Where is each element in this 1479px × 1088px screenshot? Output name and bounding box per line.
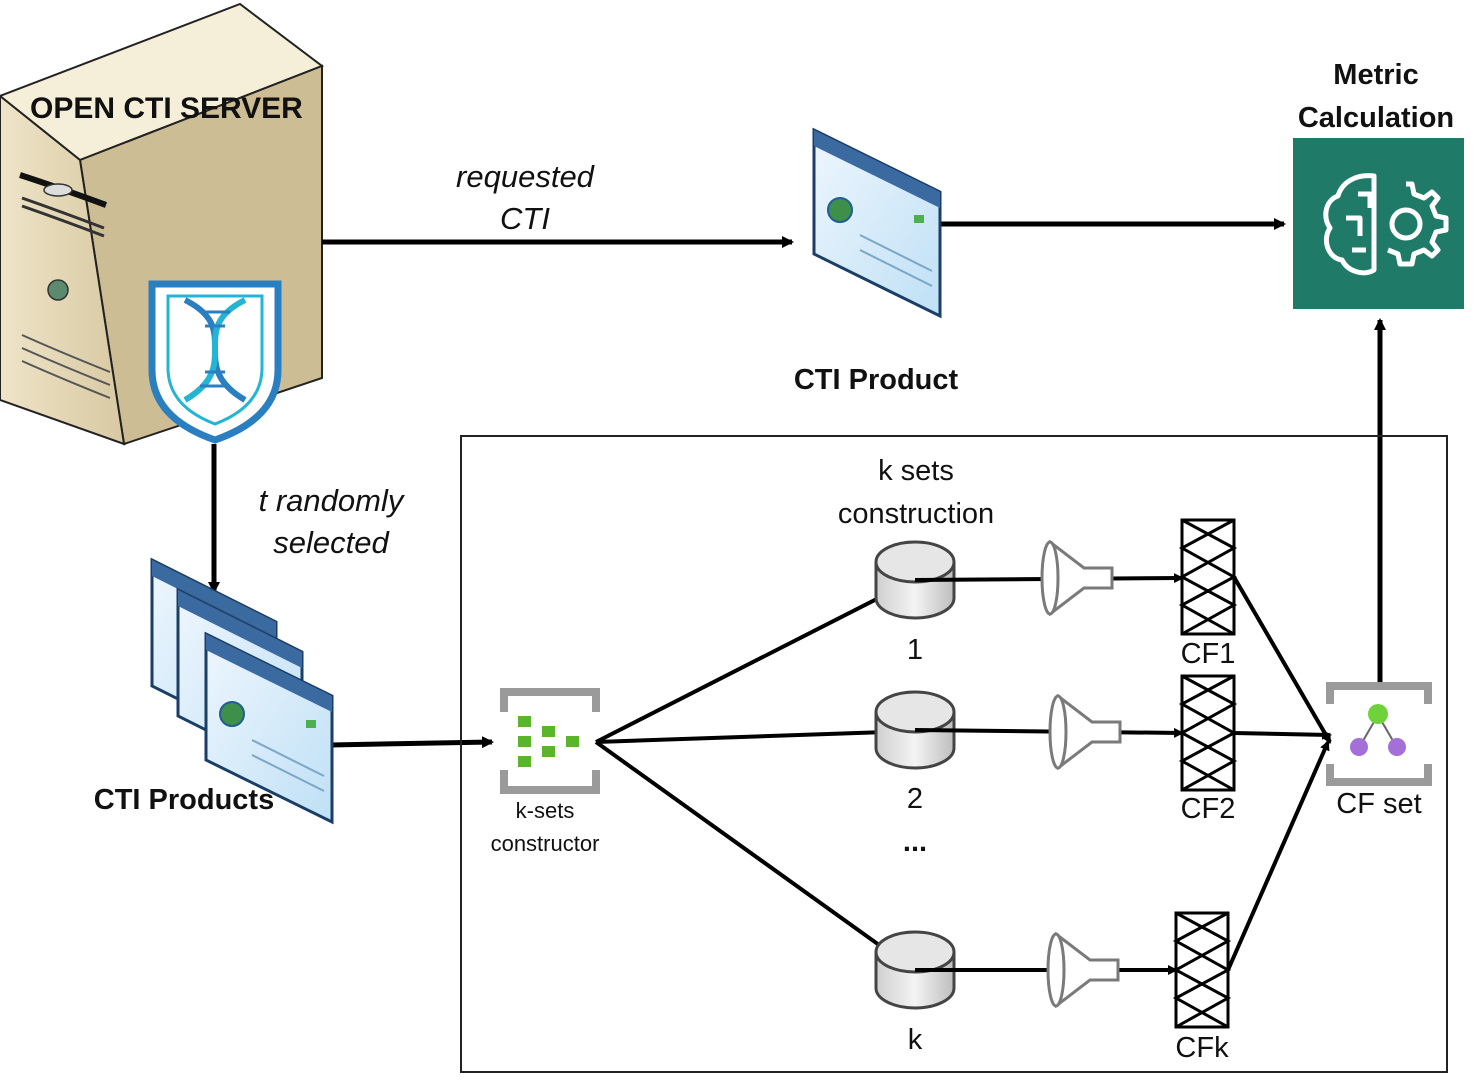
cf-set-label: CF set: [1336, 788, 1422, 820]
set-1-cylinder: [874, 540, 956, 620]
k-sets-constructor-icon: [500, 688, 600, 794]
cti-products-icon: [150, 557, 334, 825]
metric-calculation-icon: [1293, 138, 1464, 309]
arrow-products-to-constructor: [329, 736, 494, 749]
funnel-k-icon: [1046, 931, 1120, 1009]
cti-product-label: CTI Product: [793, 364, 959, 396]
edge-constructor-set1: [595, 578, 916, 744]
cf1-box: [1178, 518, 1238, 636]
set-2-cylinder: [874, 690, 956, 770]
edge-cf2-cfset: [1233, 729, 1332, 740]
edge-set2-cf2: [914, 727, 1184, 738]
k-sets-panel: [460, 435, 1448, 1073]
set-1-label: 1: [906, 634, 924, 666]
set-k-cylinder: [874, 930, 956, 1010]
cti-products-label: CTI Products: [93, 784, 275, 816]
k-sets-constructor-label: k-sets constructor: [490, 798, 600, 856]
edge-constructor-set2: [595, 726, 916, 744]
edge-constructor-setk: [594, 740, 916, 972]
cf2-box: [1178, 674, 1238, 792]
cfk-box: [1172, 911, 1232, 1029]
server-title: OPEN CTI SERVER: [30, 92, 303, 125]
cfk-label: CFk: [1175, 1032, 1229, 1064]
metric-calculation-title: Metric Calculation: [1297, 59, 1455, 134]
cf2-label: CF2: [1180, 793, 1236, 825]
cf-set-icon: [1326, 682, 1432, 786]
edge-cfk-cfset: [1226, 740, 1330, 971]
cti-product-icon: [812, 127, 942, 319]
cf1-label: CF1: [1180, 638, 1236, 670]
edge-cf1-cfset: [1232, 575, 1332, 744]
funnel-2-icon: [1048, 693, 1122, 771]
dna-shield-logo: [148, 280, 282, 444]
random-selection-label: t randomly selected: [258, 483, 404, 560]
funnel-1-icon: [1040, 539, 1114, 617]
requested-cti-label: requested CTI: [456, 159, 594, 236]
k-sets-construction-label: k sets construction: [837, 455, 995, 530]
set-k-label: k: [907, 1024, 923, 1056]
set-2-label: 2: [906, 783, 924, 815]
ellipsis-label: ...: [902, 826, 928, 858]
